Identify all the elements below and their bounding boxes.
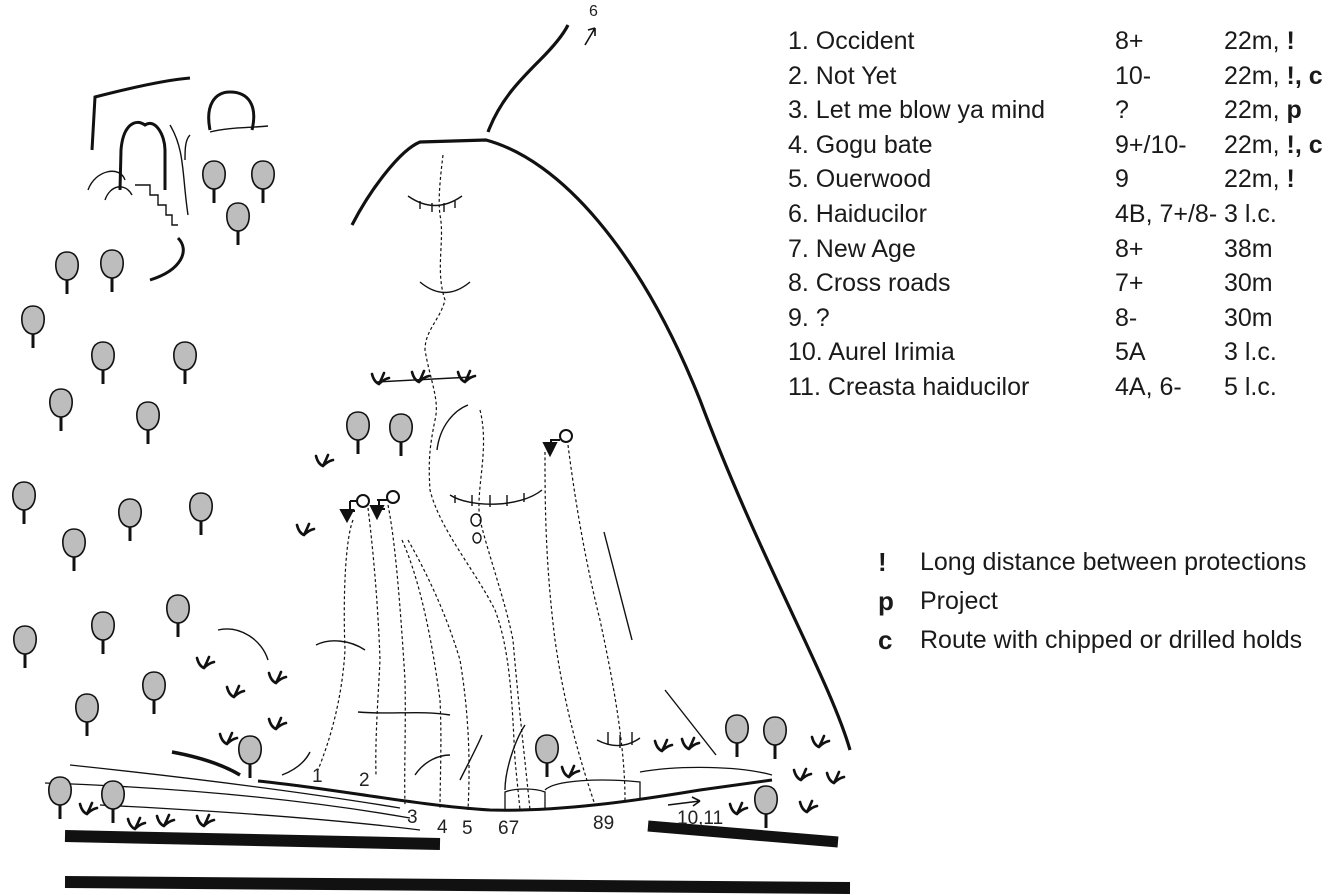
route-name: 11. Creasta haiducilor xyxy=(788,372,1030,401)
route-name: 4. Gogu bate xyxy=(788,130,933,159)
route-grade: 8+ xyxy=(1115,27,1144,55)
route-length: 22m, ! xyxy=(1224,162,1323,197)
route-length: 22m, p xyxy=(1224,93,1323,128)
route-length: 22m, ! xyxy=(1224,24,1323,59)
legend-text: Project xyxy=(920,587,998,615)
route-length: 5 l.c. xyxy=(1224,370,1323,405)
route-row: 2. Not Yet 10- 22m, !, c xyxy=(788,59,1323,94)
approach-arrow xyxy=(667,796,701,807)
route-row: 4. Gogu bate 9+/10- 22m, !, c xyxy=(788,128,1323,163)
legend-row: ! Long distance between protections xyxy=(874,543,1306,582)
route-length-text: 22m, xyxy=(1224,165,1287,194)
legend-symbol: c xyxy=(878,625,893,655)
route-row: 8. Cross roads 7+ 30m xyxy=(788,266,1323,301)
legend-row: p Project xyxy=(874,582,1306,621)
route-length: 22m, !, c xyxy=(1224,59,1323,94)
route-length-text: 22m, xyxy=(1224,96,1287,125)
route-grade: 4B, 7+/8- xyxy=(1115,199,1218,228)
route-flags: !, c xyxy=(1286,130,1323,159)
route-row: 3. Let me blow ya mind? 22m, p xyxy=(788,93,1323,128)
route-name: 7. New Age xyxy=(788,234,916,263)
route-label-5: 5 xyxy=(462,818,473,839)
route-list: 1. Occident 8+ 22m, ! 2. Not Yet 10- 22m, !, … xyxy=(788,24,1323,405)
route-row: 10. Aurel Irimia 5A 3 l.c. xyxy=(788,335,1323,370)
grass-tufts xyxy=(78,369,846,831)
route-grade: 4A, 6- xyxy=(1115,372,1182,401)
route-grade: 9+/10- xyxy=(1115,130,1187,159)
route-name: 9. ? xyxy=(788,303,830,332)
route-length-text: 22m, xyxy=(1224,27,1287,55)
route-grade: ? xyxy=(1115,96,1129,125)
route-length-text: 3 l.c. xyxy=(1224,199,1277,228)
legend-text: Route with chipped or drilled holds xyxy=(920,626,1303,654)
route-grade: 5A xyxy=(1115,338,1146,367)
route-label-6-top: 6 xyxy=(589,3,598,20)
route-row: 5. Ouerwood 9 22m, ! xyxy=(788,162,1323,197)
route-length-text: 3 l.c. xyxy=(1224,338,1277,367)
route-row: 11. Creasta haiducilor 4A, 6- 5 l.c. xyxy=(788,370,1323,405)
route-label-4: 4 xyxy=(437,817,448,838)
route-row: 1. Occident 8+ 22m, ! xyxy=(788,24,1323,59)
route-name: 8. Cross roads xyxy=(788,269,951,298)
route-row: 9. ? 8- 30m xyxy=(788,301,1323,336)
route-length-text: 38m xyxy=(1224,234,1273,263)
route-label-8-9: 89 xyxy=(593,813,614,834)
route-row: 6. Haiducilor 4B, 7+/8-3 l.c. xyxy=(788,197,1323,232)
route-label-3: 3 xyxy=(407,807,418,828)
route-label-10-11: 10,11 xyxy=(677,808,723,829)
route-length-text: 22m, xyxy=(1224,61,1287,90)
route-name: 10. Aurel Irimia xyxy=(788,338,955,367)
route-row: 7. New Age 8+ 38m xyxy=(788,232,1323,267)
route-label-2: 2 xyxy=(359,770,370,791)
route-length: 22m, !, c xyxy=(1224,128,1323,163)
legend-symbol: ! xyxy=(878,547,887,577)
route-length: 38m xyxy=(1224,232,1323,267)
route-grade: 8- xyxy=(1115,303,1138,332)
route-label-1: 1 xyxy=(312,766,323,787)
route-flags: ! xyxy=(1286,165,1295,194)
legend-symbol: p xyxy=(878,586,894,616)
route-lines xyxy=(317,154,626,811)
route-anchors xyxy=(339,429,573,524)
route-grade: 10- xyxy=(1115,61,1152,90)
legend-row: c Route with chipped or drilled holds xyxy=(874,621,1306,660)
route-grade: 9 xyxy=(1115,165,1129,194)
route-name: 3. Let me blow ya mind xyxy=(788,96,1046,125)
route-name: 6. Haiducilor xyxy=(788,199,927,228)
crag-topo-drawing: 1 2 3 4 5 67 89 10,11 6 xyxy=(11,3,852,894)
route-label-6-7: 67 xyxy=(498,818,519,839)
route-number-labels: 1 2 3 4 5 67 89 10,11 6 xyxy=(312,3,723,839)
route-name: 2. Not Yet xyxy=(788,61,897,90)
route-length-text: 30m xyxy=(1224,303,1273,332)
route-length: 30m xyxy=(1224,301,1323,336)
route-length-text: 30m xyxy=(1224,269,1273,298)
route-name: 1. Occident xyxy=(788,27,915,55)
legend: ! Long distance between protections p Proje… xyxy=(874,543,1306,660)
rock-features xyxy=(217,195,717,791)
ground-lines xyxy=(44,750,851,894)
route-length: 30m xyxy=(1224,266,1323,301)
route-length-text: 22m, xyxy=(1224,130,1287,159)
upper-left-rocks xyxy=(87,76,269,282)
route-length: 3 l.c. xyxy=(1224,335,1323,370)
route-name: 5. Ouerwood xyxy=(788,165,932,194)
route-flags: !, c xyxy=(1286,61,1323,90)
rock-outline xyxy=(257,24,852,812)
route-length-text: 5 l.c. xyxy=(1224,372,1277,401)
route-flags: ! xyxy=(1286,27,1295,55)
route-length: 3 l.c. xyxy=(1224,197,1323,232)
route-grade: 8+ xyxy=(1115,234,1144,263)
route-grade: 7+ xyxy=(1115,269,1144,298)
route-flags: p xyxy=(1286,96,1302,125)
legend-text: Long distance between protections xyxy=(920,548,1307,576)
